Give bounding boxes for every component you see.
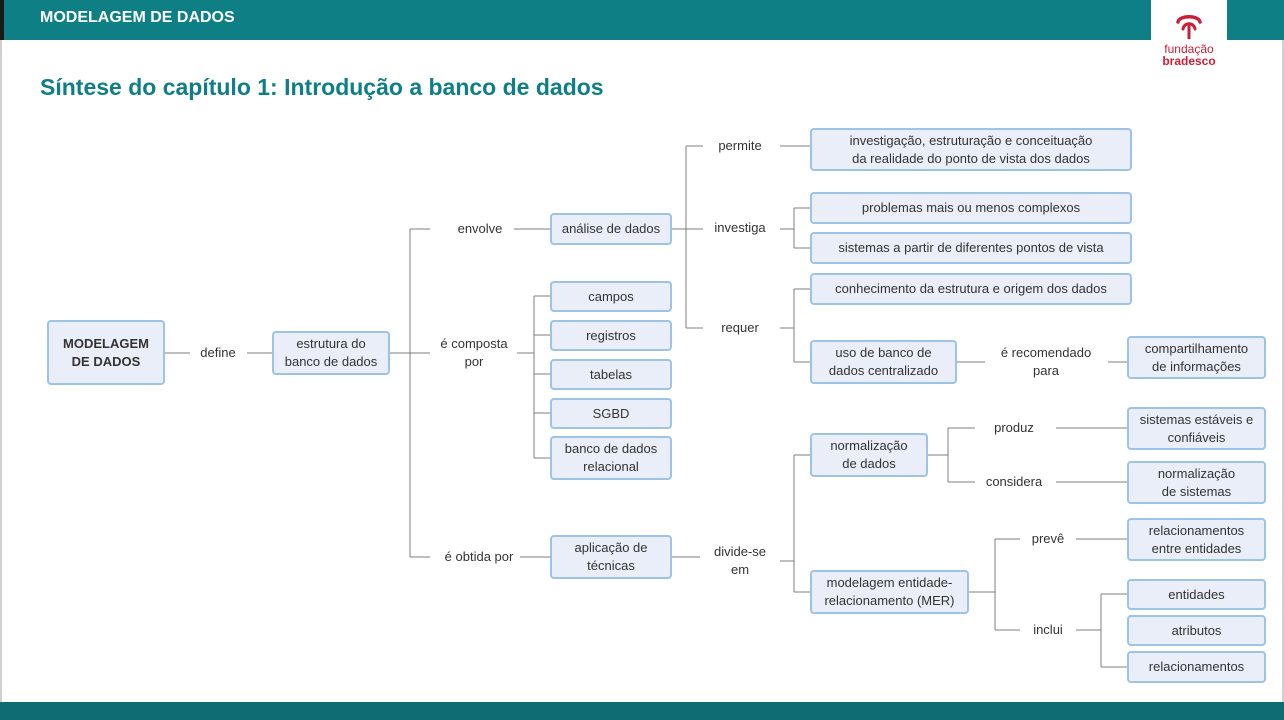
label-requer: requer: [719, 319, 761, 337]
node-sistemas-pontos-vista: sistemas a partir de diferentes pontos d…: [810, 232, 1132, 264]
node-sgbd: SGBD: [550, 398, 672, 429]
node-normalizacao-sistemas: normalização de sistemas: [1127, 461, 1266, 504]
header-title: MODELAGEM DE DADOS: [40, 9, 235, 26]
label-produz: produz: [992, 419, 1036, 437]
node-campos: campos: [550, 281, 672, 312]
label-investiga: investiga: [712, 219, 768, 237]
label-considera: considera: [983, 473, 1045, 491]
label-divide-se-em: divide-se em: [711, 543, 769, 579]
logo-text-line1: fundação: [1164, 42, 1214, 56]
right-border: [1282, 40, 1284, 702]
logo-text-line2: bradesco: [1162, 54, 1216, 68]
node-relacionamentos-entre-entidades: relacionamentos entre entidades: [1127, 518, 1266, 561]
label-envolve: envolve: [455, 220, 505, 238]
node-entidades: entidades: [1127, 579, 1266, 610]
label-define: define: [198, 344, 238, 362]
left-border: [0, 40, 2, 702]
label-inclui: inclui: [1031, 621, 1065, 639]
page-title: Síntese do capítulo 1: Introdução a banc…: [40, 74, 604, 100]
footer-bar: [0, 702, 1284, 720]
header-bar: MODELAGEM DE DADOS: [0, 0, 1284, 40]
node-mer: modelagem entidade- relacionamento (MER): [810, 570, 969, 614]
node-normalizacao-dados: normalização de dados: [810, 433, 928, 477]
node-relacionamentos: relacionamentos: [1127, 651, 1266, 683]
tree-logo-icon: [1176, 15, 1202, 39]
label-recomendado-para: é recomendado para: [998, 344, 1094, 380]
header-edge: [0, 0, 4, 40]
node-problemas: problemas mais ou menos complexos: [810, 192, 1132, 224]
node-analise-dados: análise de dados: [550, 213, 672, 245]
node-estrutura-banco: estrutura do banco de dados: [272, 331, 390, 375]
node-conhecimento: conhecimento da estrutura e origem dos d…: [810, 273, 1132, 305]
node-compartilhamento: compartilhamento de informações: [1127, 336, 1266, 379]
node-banco-relacional: banco de dados relacional: [550, 436, 672, 480]
node-atributos: atributos: [1127, 615, 1266, 646]
node-modelagem-de-dados: MODELAGEM DE DADOS: [47, 320, 165, 385]
node-registros: registros: [550, 320, 672, 351]
node-investigacao: investigação, estruturação e conceituaçã…: [810, 128, 1132, 171]
label-obtida-por: é obtida por: [442, 548, 516, 566]
node-aplicacao-tecnicas: aplicação de técnicas: [550, 535, 672, 579]
label-permite: permite: [716, 137, 764, 155]
label-composta-por: é composta por: [438, 335, 510, 371]
node-sistemas-estaveis: sistemas estáveis e confiáveis: [1127, 407, 1266, 450]
fundacao-bradesco-logo: fundação bradesco: [1151, 0, 1227, 76]
node-uso-banco-centralizado: uso de banco de dados centralizado: [810, 340, 957, 384]
node-tabelas: tabelas: [550, 359, 672, 390]
label-preve: prevê: [1029, 530, 1067, 548]
